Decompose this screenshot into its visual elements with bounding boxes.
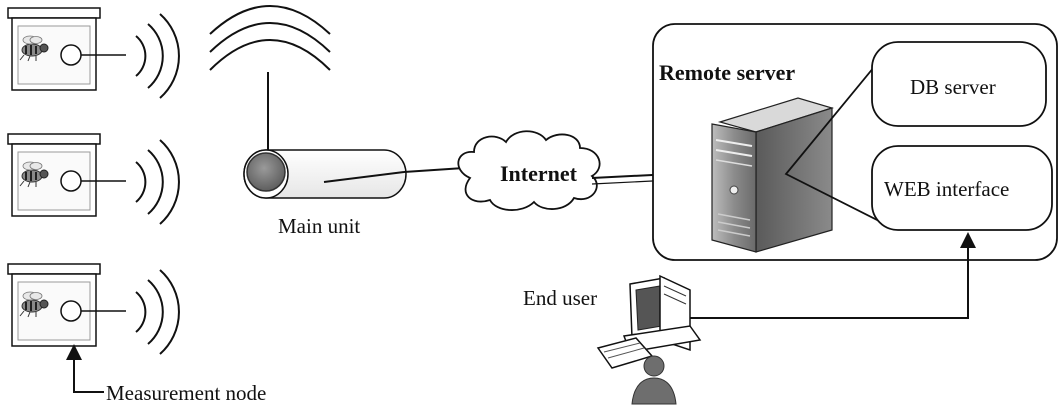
- beehive-node-icon: [7, 133, 127, 217]
- internet-label: Internet: [500, 161, 578, 186]
- beehive-node-icon: [7, 263, 127, 347]
- server-connection-lines: [784, 43, 894, 229]
- person-icon: [631, 355, 677, 405]
- wireless-signal-icon: [135, 13, 180, 99]
- main-unit-label: Main unit: [278, 214, 360, 238]
- measurement-node-2: [7, 133, 180, 225]
- link-main-unit-internet: [403, 167, 465, 173]
- db-server-box: [871, 41, 1047, 127]
- web-interface-box: [871, 145, 1053, 231]
- web-interface-label: WEB interface: [884, 177, 1009, 201]
- beehive-node-icon: [7, 7, 127, 91]
- measurement-node-label: Measurement node: [106, 381, 266, 405]
- measurement-node-3: [7, 263, 180, 355]
- main-unit-antenna-arcs: [209, 5, 331, 71]
- main-unit-device-icon: [243, 149, 407, 199]
- server-tower-icon: [711, 97, 835, 253]
- end-user-to-web-arrow: [688, 232, 976, 319]
- measurement-node-1: [7, 7, 180, 99]
- wireless-signal-icon: [135, 139, 180, 225]
- cloud-icon: [457, 130, 601, 211]
- remote-server-label: Remote server: [659, 60, 795, 85]
- db-server-label: DB server: [910, 75, 996, 99]
- end-user-label: End user: [523, 286, 597, 310]
- measurement-node-pointer: [66, 344, 104, 393]
- desktop-computer-icon: [596, 274, 702, 369]
- wireless-signal-icon: [135, 269, 180, 355]
